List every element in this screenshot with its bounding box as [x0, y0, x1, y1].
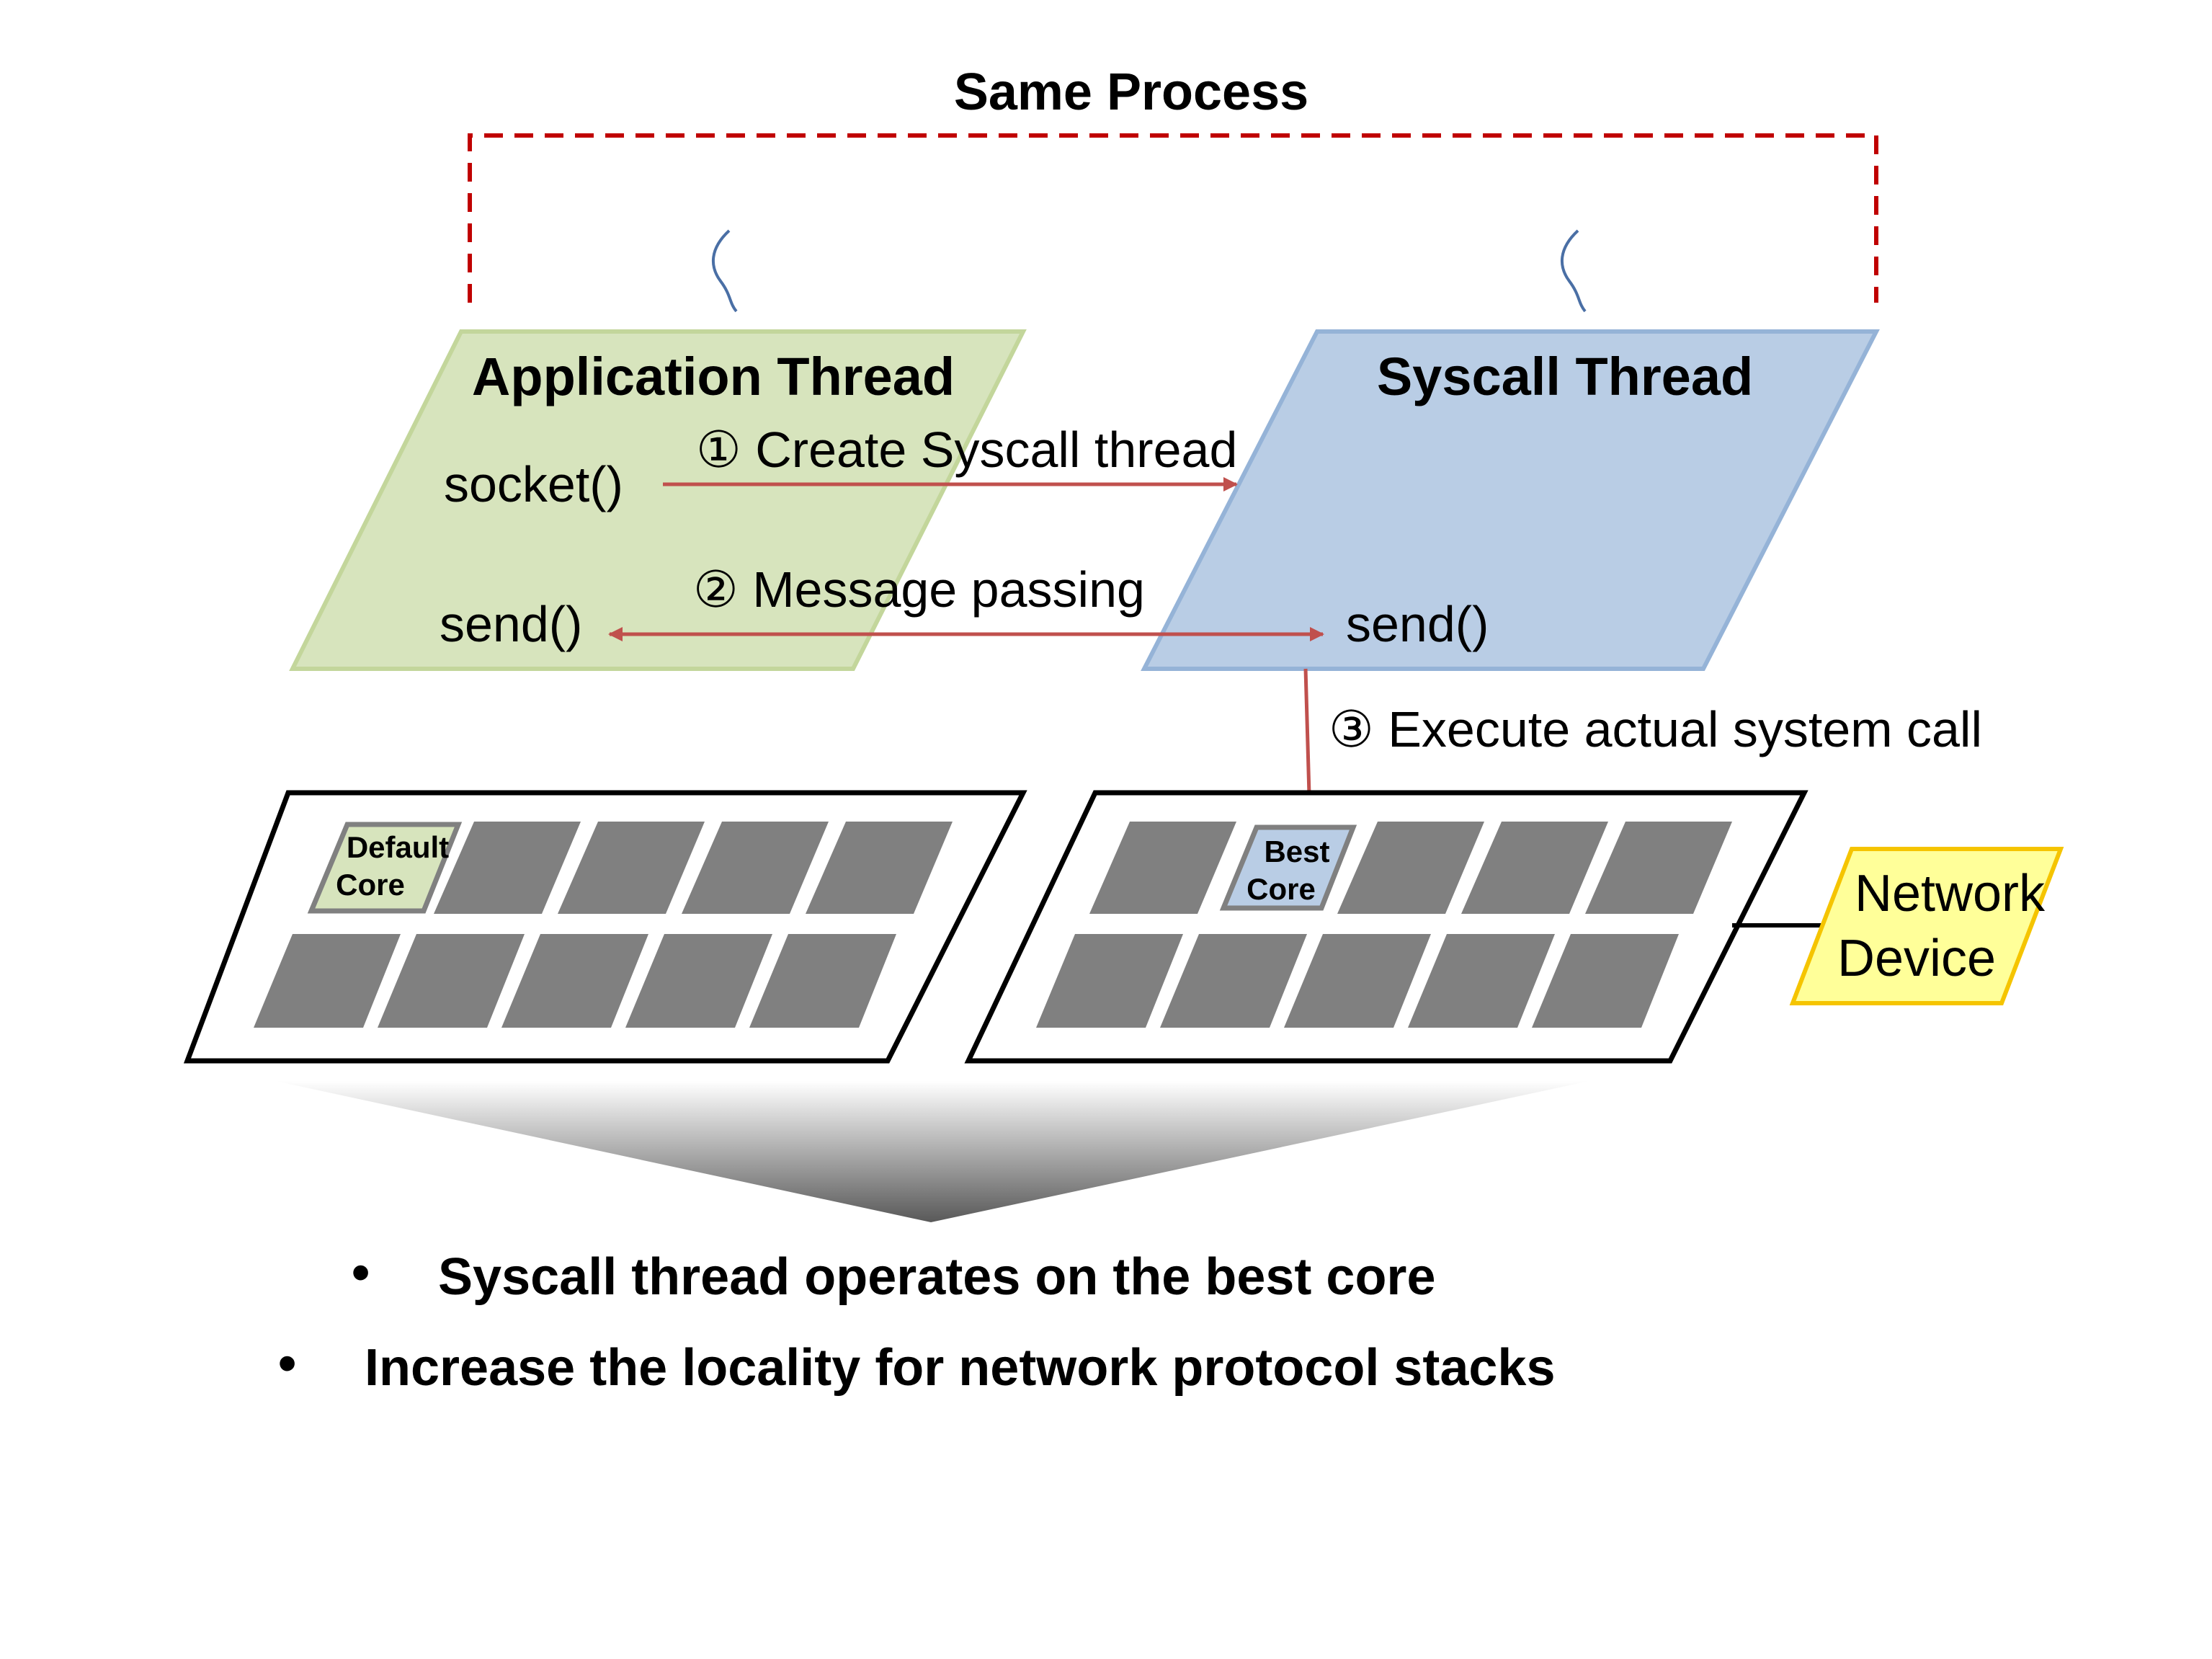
- network-device-box: [1789, 847, 2064, 1005]
- step3-label: ③ Execute actual system call: [1329, 701, 1982, 757]
- best-core: [1219, 824, 1357, 911]
- summary-funnel: [275, 1081, 1589, 1222]
- syscall-send-call: send(): [1346, 596, 1489, 652]
- core: [254, 934, 401, 1028]
- core: [1408, 934, 1555, 1028]
- bullet-dot-icon: •: [278, 1335, 296, 1392]
- process-title: Same Process: [954, 63, 1308, 121]
- thread-squiggle-icon: [711, 229, 738, 313]
- core: [1089, 822, 1236, 914]
- core: [749, 934, 896, 1028]
- syscall-thread-title: Syscall Thread: [1377, 347, 1753, 406]
- syscall-thread-box: [1141, 329, 1880, 671]
- core: [1461, 822, 1608, 914]
- core: [1585, 822, 1732, 914]
- core: [1160, 934, 1307, 1028]
- application-thread-box: [289, 329, 1027, 671]
- core: [434, 822, 581, 914]
- bullet-1: Syscall thread operates on the best core: [438, 1248, 1436, 1306]
- default-core-label-line2: Core: [336, 868, 405, 902]
- default-core: [307, 822, 463, 914]
- best-core-label-line1: Best: [1264, 835, 1329, 868]
- step2-label: ② Message passing: [693, 561, 1145, 618]
- thread-squiggle-icon: [1560, 229, 1587, 313]
- default-core-label-line1: Default: [347, 830, 449, 864]
- core: [1532, 934, 1679, 1028]
- best-core-label-line2: Core: [1247, 872, 1316, 906]
- core: [378, 934, 525, 1028]
- core: [682, 822, 829, 914]
- same-process-bracket: [468, 133, 1878, 303]
- network-device-label-line2: Device: [1837, 930, 1996, 987]
- core: [1284, 934, 1431, 1028]
- core: [1337, 822, 1484, 914]
- application-thread-title: Application Thread: [472, 347, 955, 406]
- core: [558, 822, 705, 914]
- bullet-dot-icon: •: [352, 1244, 370, 1302]
- app-send-call: send(): [440, 596, 582, 652]
- step1-label: ① Create Syscall thread: [696, 422, 1237, 478]
- core: [806, 822, 953, 914]
- network-device-label-line1: Network: [1855, 865, 2046, 922]
- bullet-2: Increase the locality for network protoc…: [365, 1339, 1556, 1397]
- core: [1036, 934, 1183, 1028]
- core: [501, 934, 648, 1028]
- core: [625, 934, 772, 1028]
- socket-call: socket(): [444, 456, 623, 512]
